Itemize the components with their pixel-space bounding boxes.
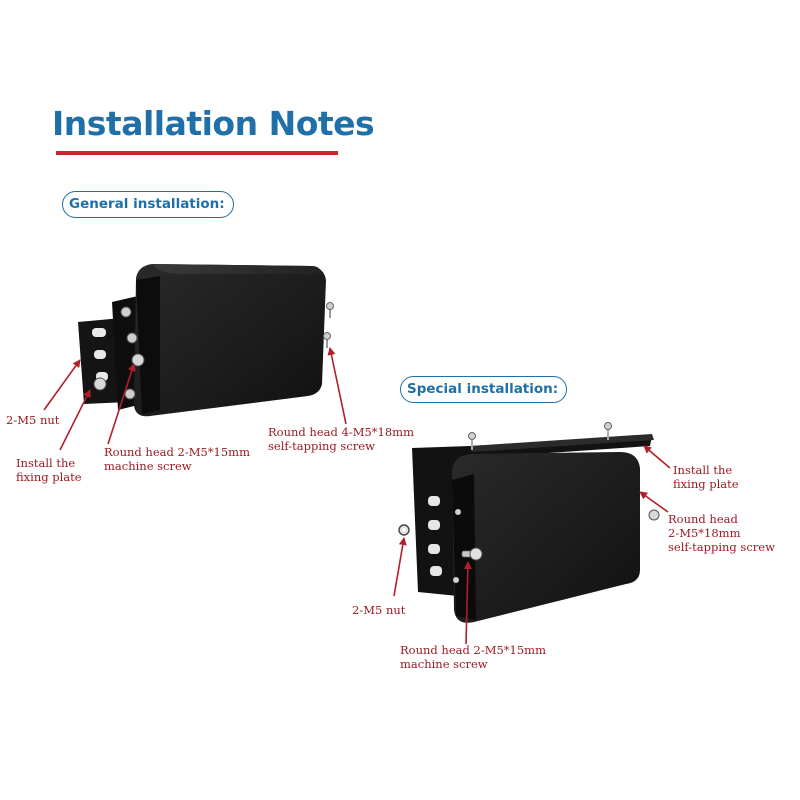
special-label-nut: 2-M5 nut <box>352 603 406 617</box>
general-screws <box>93 302 334 400</box>
general-label-nut: 2-M5 nut <box>6 413 60 427</box>
special-label-machine-screw: Round head 2-M5*15mm machine screw <box>400 643 546 671</box>
general-label-plate: Install the fixing plate <box>16 456 82 484</box>
section-label-special: Special installation: <box>400 376 568 403</box>
general-enclosure <box>134 264 326 417</box>
section-label-general: General installation: <box>62 191 234 218</box>
special-label-tapping-screw: Round head 2-M5*18mm self-tapping screw <box>668 512 775 554</box>
title-underline <box>56 151 338 155</box>
special-callout-arrows <box>393 445 671 645</box>
special-label-plate: Install the fixing plate <box>673 463 739 491</box>
special-enclosure <box>452 452 640 623</box>
general-callout-arrows <box>43 347 347 451</box>
special-screws <box>398 422 660 583</box>
page-title: Installation Notes <box>52 104 375 143</box>
general-label-machine-screw: Round head 2-M5*15mm machine screw <box>104 445 250 473</box>
general-label-tapping-screw: Round head 4-M5*18mm self-tapping screw <box>268 425 414 453</box>
